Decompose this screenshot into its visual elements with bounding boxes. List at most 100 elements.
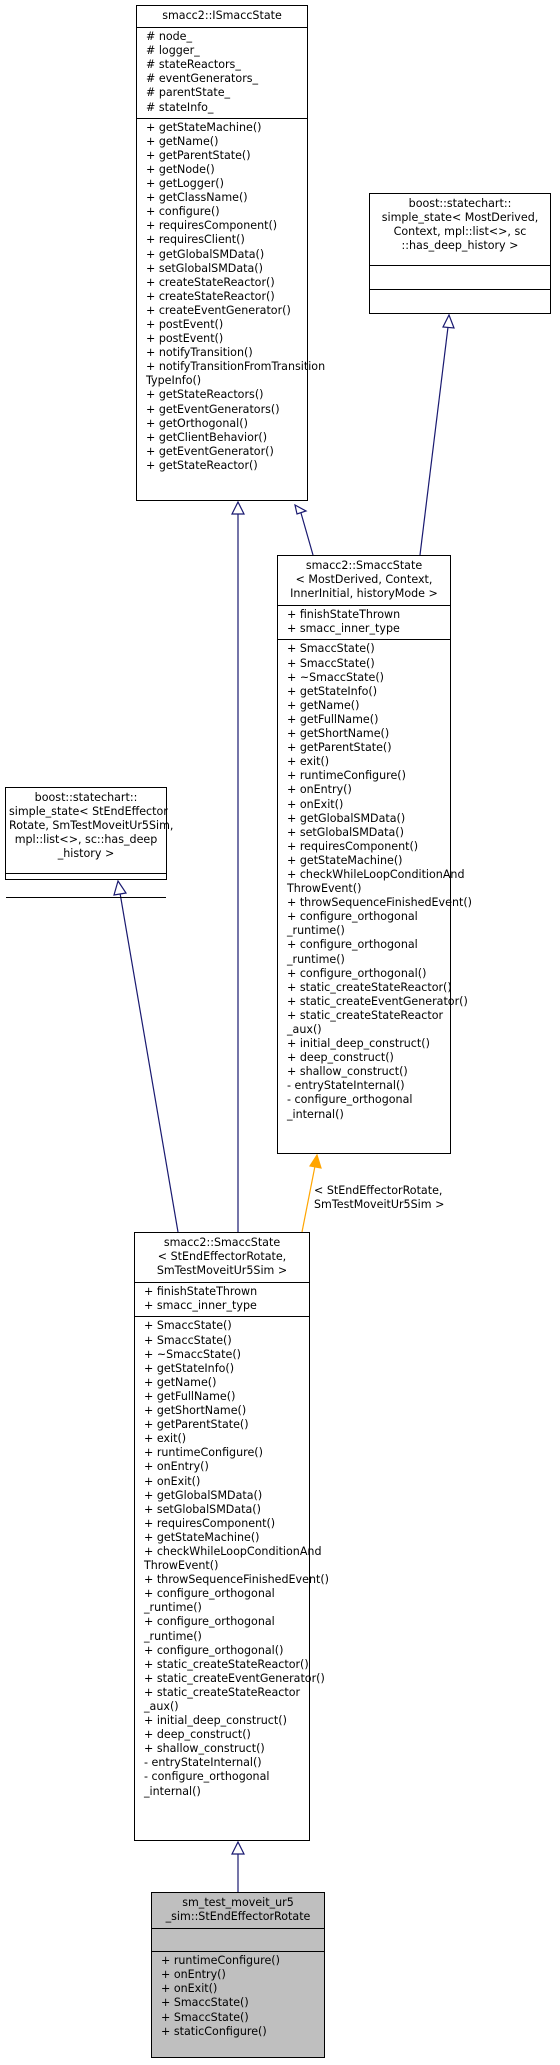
method-item: + getClientBehavior() xyxy=(146,430,268,444)
class-boost-simple-state-effector[interactable]: boost::statechart::simple_state< StEndEf… xyxy=(5,787,174,898)
class-title-line: simple_state< StEndEffector xyxy=(9,805,168,819)
arrowhead-boost-effector xyxy=(113,879,128,896)
method-item: - entryStateInternal() xyxy=(287,1079,405,1093)
method-item: + staticConfigure() xyxy=(161,2024,267,2038)
method-item: + requiresClient() xyxy=(146,233,245,247)
class-attributes: # node_# logger_# stateReactors_# eventG… xyxy=(137,28,307,119)
attribute-item: # stateInfo_ xyxy=(146,100,214,114)
class-title-line: boost::statechart:: xyxy=(34,791,138,804)
method-item: + getName() xyxy=(144,1375,217,1389)
method-item: + throwSequenceFinishedEvent() xyxy=(287,896,472,910)
class-title-line: smacc2::SmaccState xyxy=(305,559,423,572)
method-item: + getStateInfo() xyxy=(287,684,378,698)
method-item: + getStateReactors() xyxy=(146,388,264,402)
method-item: + configure_orthogonal xyxy=(287,938,418,952)
class-title-line: ::has_deep_history > xyxy=(401,239,519,253)
method-item: + getEventGenerator() xyxy=(146,444,274,458)
method-item: + initial_deep_construct() xyxy=(144,1714,287,1728)
method-item: + getClassName() xyxy=(146,191,248,205)
method-item: + getParentState() xyxy=(287,741,392,755)
method-item: + getGlobalSMData() xyxy=(144,1488,263,1502)
class-methods: + getStateMachine()+ getName()+ getParen… xyxy=(137,119,326,476)
template-binding-label: < StEndEffectorRotate,SmTestMoveitUr5Sim… xyxy=(314,1184,444,1212)
method-item: + SmaccState() xyxy=(161,1996,249,2010)
method-item: + getShortName() xyxy=(144,1404,247,1418)
method-item: + static_createEventGenerator() xyxy=(144,1671,325,1685)
method-item: ThrowEvent() xyxy=(144,1559,219,1573)
class-smaccstate-instance[interactable]: smacc2::SmaccState< StEndEffectorRotate,… xyxy=(134,1232,329,1841)
class-title-line: _sim::StEndEffectorRotate xyxy=(165,1910,311,1924)
method-item: + getOrthogonal() xyxy=(146,416,248,430)
method-item: + runtimeConfigure() xyxy=(287,769,406,783)
method-item: + deep_construct() xyxy=(144,1728,251,1742)
method-item: + SmaccState() xyxy=(144,1319,232,1333)
attribute-item: + smacc_inner_type xyxy=(287,622,400,636)
method-item: + getParentState() xyxy=(146,148,251,162)
class-attributes xyxy=(370,266,550,290)
method-item: + createStateReactor() xyxy=(146,289,275,303)
class-attributes xyxy=(152,1929,324,1953)
class-ismaccstate[interactable]: smacc2::ISmaccState # node_# logger_# st… xyxy=(136,5,326,501)
method-item: + notifyTransitionFromTransition xyxy=(146,360,326,374)
method-item: + getStateReactor() xyxy=(146,458,258,472)
class-title-line: Rotate, SmTestMoveitUr5Sim, xyxy=(9,819,174,833)
method-item: + exit() xyxy=(144,1432,187,1446)
method-item: + ~SmaccState() xyxy=(287,670,384,684)
class-title-line: smacc2::SmaccState xyxy=(163,1236,281,1249)
arrowhead-boost-deep xyxy=(442,313,455,329)
edge-smacc-instance-to-boost-effector xyxy=(119,892,179,1233)
method-item: _aux() xyxy=(287,1023,322,1036)
method-item: < StEndEffectorRotate, xyxy=(314,1184,443,1197)
method-item: + createEventGenerator() xyxy=(146,303,291,317)
method-item: + initial_deep_construct() xyxy=(287,1037,430,1051)
edge-smacc-template-to-istate xyxy=(300,512,314,556)
method-item: + getStateMachine() xyxy=(146,120,262,134)
method-item: + requiresComponent() xyxy=(144,1516,276,1530)
class-stendeffectorrotate[interactable]: sm_test_moveit_ur5_sim::StEndEffectorRot… xyxy=(151,1892,325,2058)
method-item: + SmaccState() xyxy=(287,656,375,670)
method-item: - entryStateInternal() xyxy=(144,1756,262,1770)
method-item: + onExit() xyxy=(287,797,344,811)
attribute-item: + finishStateThrown xyxy=(287,608,401,622)
method-item: + static_createStateReactor xyxy=(287,1008,444,1022)
class-boost-simple-state-deep-history[interactable]: boost::statechart::simple_state< MostDer… xyxy=(369,193,551,314)
class-attributes: + finishStateThrown+ smacc_inner_type xyxy=(135,1283,309,1318)
method-item: + shallow_construct() xyxy=(287,1065,408,1079)
method-item: + throwSequenceFinishedEvent() xyxy=(144,1573,329,1587)
method-item: + createStateReactor() xyxy=(146,275,275,289)
edge-smacc-instance-to-template xyxy=(301,1165,316,1233)
method-item: _runtime() xyxy=(287,952,345,966)
method-item: + postEvent() xyxy=(146,332,224,346)
class-title: smacc2::SmaccState< MostDerived, Context… xyxy=(278,556,450,607)
method-item: + setGlobalSMData() xyxy=(287,825,404,839)
class-title-line: mpl::list<>, sc::has_deep xyxy=(14,833,158,847)
method-item: + getEventGenerators() xyxy=(146,402,280,416)
method-item: + checkWhileLoopConditionAnd xyxy=(287,867,465,881)
class-methods: + SmaccState()+ SmaccState()+ ~SmaccStat… xyxy=(135,1317,329,1801)
attribute-item: # stateReactors_ xyxy=(146,58,241,72)
class-title-line: boost::statechart:: xyxy=(408,197,512,210)
method-item: + configure_orthogonal xyxy=(287,910,418,924)
attribute-item: # eventGenerators_ xyxy=(146,72,259,86)
attribute-item: + smacc_inner_type xyxy=(144,1299,257,1313)
method-item: + configure_orthogonal xyxy=(144,1615,275,1629)
method-item: + getStateInfo() xyxy=(144,1361,235,1375)
method-item: + getName() xyxy=(287,698,360,712)
class-methods: + SmaccState()+ SmaccState()+ ~SmaccStat… xyxy=(278,640,472,1124)
class-methods xyxy=(6,898,166,921)
method-item: + onEntry() xyxy=(161,1968,226,1982)
method-item: - configure_orthogonal xyxy=(144,1770,270,1784)
method-item: + runtimeConfigure() xyxy=(144,1446,263,1460)
method-item: + runtimeConfigure() xyxy=(161,1954,280,1968)
method-item: + getNode() xyxy=(146,162,215,176)
class-smaccstate-template[interactable]: smacc2::SmaccState< MostDerived, Context… xyxy=(277,555,472,1154)
attribute-item: # parentState_ xyxy=(146,86,231,100)
method-item: + requiresComponent() xyxy=(287,839,419,853)
method-item: + onEntry() xyxy=(144,1460,209,1474)
class-methods xyxy=(370,290,550,313)
method-item: + setGlobalSMData() xyxy=(146,261,263,275)
method-item: + requiresComponent() xyxy=(146,219,278,233)
method-item: + getParentState() xyxy=(144,1418,249,1432)
method-item: + SmaccState() xyxy=(144,1333,232,1347)
